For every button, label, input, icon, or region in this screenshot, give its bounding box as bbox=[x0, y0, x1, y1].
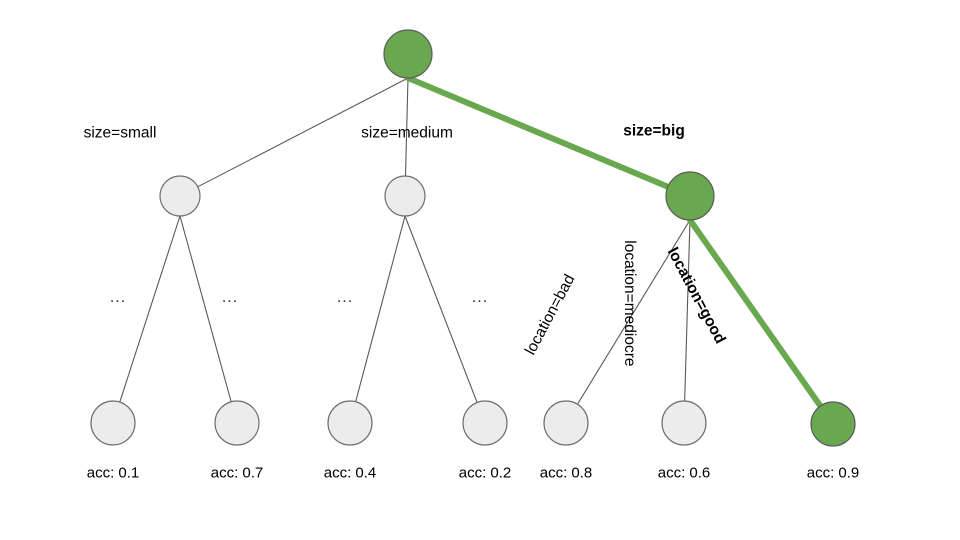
node-layer bbox=[90, 29, 856, 447]
tree-edge-medium-to-leaf-3 bbox=[355, 215, 406, 402]
ellipsis-dots-1: ... bbox=[109, 289, 127, 306]
tree-node-medium[interactable] bbox=[384, 175, 426, 217]
leaf-label-acc-2: acc: 0.7 bbox=[210, 464, 264, 482]
tree-node-leaf-1[interactable] bbox=[90, 400, 136, 446]
tree-edge-root-to-medium bbox=[404, 77, 409, 177]
leaf-label-acc-3: acc: 0.4 bbox=[323, 464, 377, 482]
tree-node-leaf-4[interactable] bbox=[462, 400, 508, 446]
leaf-label-acc-5: acc: 0.8 bbox=[539, 464, 593, 482]
edge-layer-plain bbox=[119, 77, 691, 405]
tree-edge-small-to-leaf-1 bbox=[119, 215, 181, 403]
tree-node-leaf-bad[interactable] bbox=[543, 400, 589, 446]
ellipsis-dots-3: ... bbox=[336, 289, 354, 306]
branch-label-size-medium: size=medium bbox=[361, 124, 453, 142]
tree-edge-root-to-big bbox=[405, 75, 671, 190]
leaf-label-acc-1: acc: 0.1 bbox=[86, 464, 140, 482]
tree-edge-big-to-leaf-good bbox=[687, 217, 824, 409]
tree-edge-small-to-leaf-2 bbox=[179, 215, 232, 402]
tree-node-small[interactable] bbox=[159, 175, 201, 217]
leaf-label-acc-4: acc: 0.2 bbox=[458, 464, 512, 482]
tree-edge-root-to-small bbox=[197, 77, 409, 188]
leaf-label-acc-6: acc: 0.6 bbox=[657, 464, 711, 482]
branch-label-size-big: size=big bbox=[623, 122, 685, 140]
branch-label-location-mediocre: location=mediocre bbox=[620, 240, 638, 367]
tree-node-big[interactable] bbox=[665, 171, 715, 221]
tree-edge-big-to-leaf-bad bbox=[576, 219, 691, 405]
ellipsis-dots-4: ... bbox=[471, 289, 489, 306]
tree-edge-big-to-leaf-medi bbox=[684, 219, 691, 402]
tree-node-leaf-2[interactable] bbox=[214, 400, 260, 446]
ellipsis-dots-2: ... bbox=[221, 289, 239, 306]
edge-layer-highlight bbox=[405, 75, 824, 409]
leaf-label-acc-7: acc: 0.9 bbox=[806, 464, 860, 482]
tree-edge-medium-to-leaf-4 bbox=[404, 215, 478, 403]
tree-node-leaf-medi[interactable] bbox=[661, 400, 707, 446]
tree-node-leaf-good[interactable] bbox=[810, 401, 856, 447]
branch-label-size-small: size=small bbox=[83, 124, 157, 142]
tree-node-root[interactable] bbox=[383, 29, 433, 79]
tree-node-leaf-3[interactable] bbox=[327, 400, 373, 446]
